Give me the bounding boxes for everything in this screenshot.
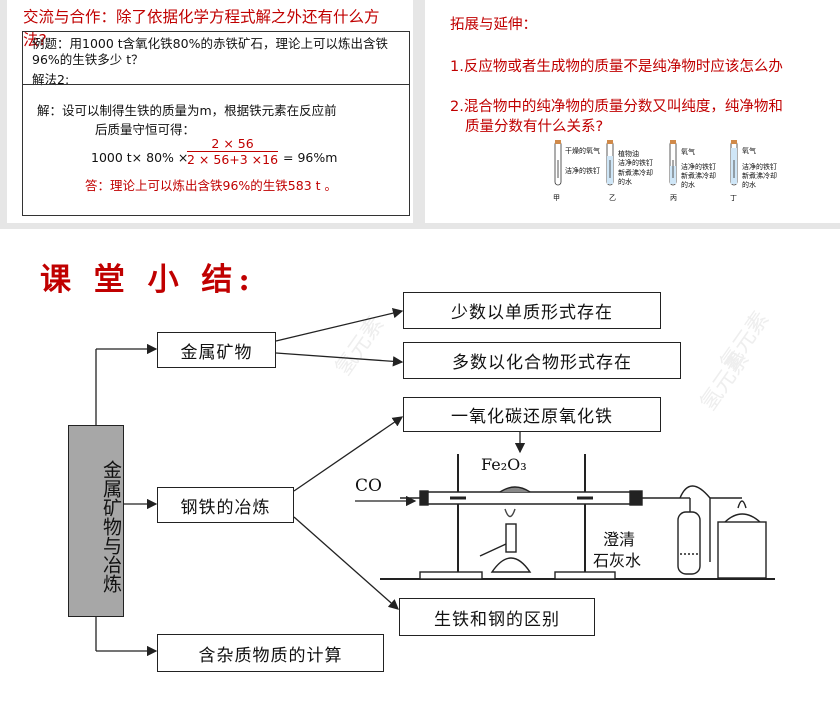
test-tube-icon [730,140,738,186]
root-node: 金属矿物与冶炼 [68,425,124,617]
tube-3-label-2: 洁净的铁钉 [681,163,716,171]
solution-line-2: 后质量守恒可得： [95,122,196,137]
tube-4-label-1: 氧气 [742,147,756,155]
question-2-line-2: 质量分数有什么关系? [465,119,604,135]
test-tube-icon [606,140,614,186]
leaf-compound-form: 多数以化合物形式存在 [403,342,681,379]
question-1: 1.反应物或者生成物的质量不是纯净物时应该怎么办 [450,59,783,75]
leaf-iron-steel-difference: 生铁和钢的区别 [399,598,595,636]
tube-2-name: 乙 [609,194,616,202]
tube-3-label-3: 新煮沸冷却 [681,172,716,180]
summary-panel: 课 堂 小 结: 氢元素 氢元素 氢元素 金属矿物与冶炼 金属矿物 钢铁的冶炼 … [0,229,840,704]
tube-2-label-3: 新煮沸冷却 [618,169,653,177]
extension-panel: 拓展与延伸： 1.反应物或者生成物的质量不是纯净物时应该怎么办 2.混合物中的纯… [425,0,840,223]
connector-lines [95,308,526,657]
question-2-line-1: 2.混合物中的纯净物的质量分数又叫纯度，纯净物和 [450,99,783,115]
fraction-numerator: 2 × 56 [187,136,279,152]
tube-4-label-2: 洁净的铁钉 [742,163,777,171]
method-label: 解法2: [32,72,70,87]
tube-4-name: 丁 [730,194,737,202]
solution-line-1: 解：设可以制得生铁的质量为m，根据铁元素在反应前 [37,103,337,118]
node-steel-smelting: 钢铁的冶炼 [157,487,294,523]
co-label: CO [355,476,382,496]
limewater-label-1: 澄清 [603,530,636,549]
node-impurity-calculation: 含杂质物质的计算 [157,634,384,672]
divider [23,84,409,85]
tube-2-label-4: 的水 [618,178,632,186]
tube-3-label-4: 的水 [681,181,695,189]
apparatus-diagram [380,454,775,580]
test-tube-icon [554,140,562,186]
tube-1-label-1: 干燥的氧气 [565,147,600,155]
limewater-label-2: 石灰水 [593,551,642,570]
exchange-title: 交流与合作：除了依据化学方程式解之外还有什么方法? [23,8,380,49]
tube-3-label-1: 氧气 [681,148,695,156]
equation-left: 1000 t× 80% × [91,150,189,165]
example-panel: 交流与合作：除了依据化学方程式解之外还有什么方法? 例题：用1000 t含氧化铁… [7,0,413,223]
leaf-elemental-form: 少数以单质形式存在 [403,292,661,329]
equation-fraction: 2 × 56 2 × 56+3 ×16 [187,136,279,167]
tube-3-name: 丙 [670,194,677,202]
test-tube-icon [669,140,677,186]
equation-right: = 96%m [283,150,338,165]
tube-1-label-2: 洁净的铁钉 [565,167,600,175]
tube-4-label-4: 的水 [742,181,756,189]
node-metal-minerals: 金属矿物 [157,332,276,368]
fe2o3-label: Fe₂O₃ [481,455,527,474]
extension-title: 拓展与延伸： [450,17,537,33]
answer-text: 答：理论上可以炼出含铁96%的生铁583 t 。 [85,178,337,193]
fraction-denominator: 2 × 56+3 ×16 [187,152,279,167]
tube-1-name: 甲 [553,194,560,202]
example-question: 例题：用1000 t含氧化铁80%的赤铁矿石，理论上可以炼出含铁96%的生铁多少… [32,36,388,67]
leaf-co-reduction: 一氧化碳还原氧化铁 [403,397,661,432]
tube-4-label-3: 新煮沸冷却 [742,172,777,180]
tube-2-label-2: 洁净的铁钉 [618,159,653,167]
example-box: 例题：用1000 t含氧化铁80%的赤铁矿石，理论上可以炼出含铁96%的生铁多少… [22,31,410,216]
tube-2-label-1: 植物油 [618,150,639,158]
summary-title: 课 堂 小 结: [40,262,256,298]
